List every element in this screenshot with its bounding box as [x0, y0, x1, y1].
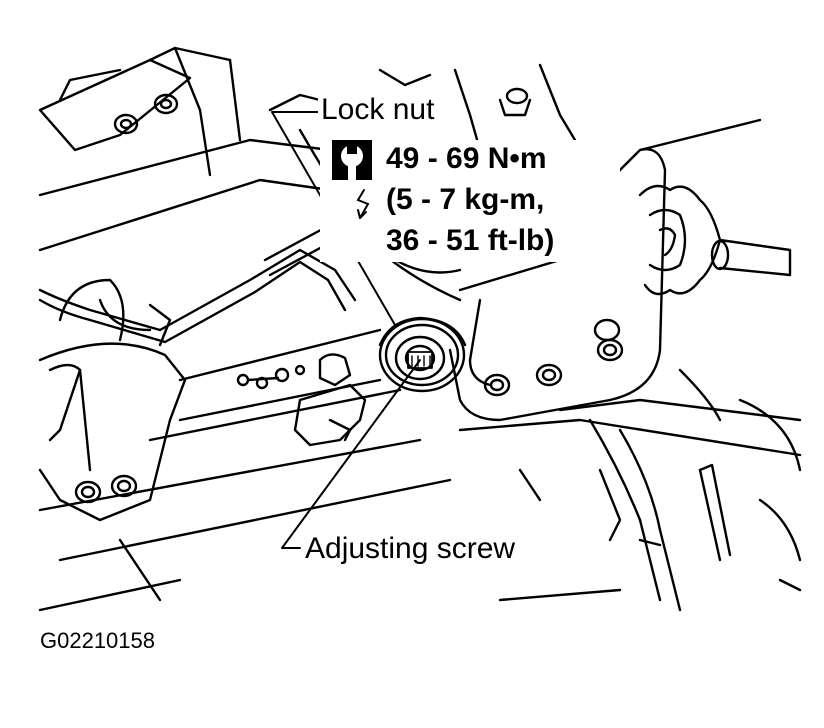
- rubber-boot: [638, 184, 792, 296]
- figure-id: G02210158: [40, 628, 155, 653]
- lower-crossmember: [458, 368, 802, 612]
- adjusting-screw-leader: [281, 359, 421, 549]
- torque-spec-ftlb: 36 - 51 ft-lb): [386, 224, 555, 257]
- shaft-housing: [38, 328, 452, 612]
- mounting-bracket: [448, 118, 762, 422]
- tightening-arrow-icon: [356, 189, 370, 219]
- adjusting-screw-label: Adjusting screw: [302, 534, 519, 564]
- wrench-icon: [332, 140, 372, 180]
- hydraulic-lines: [38, 221, 362, 347]
- torque-spec-nm: 49 - 69 N•m: [386, 142, 547, 175]
- lock-nut-assembly: [378, 316, 467, 393]
- lock-nut-label: Lock nut: [318, 95, 438, 125]
- upper-frame-rail: [38, 46, 332, 252]
- shift-linkage: [236, 353, 367, 447]
- torque-spec-kgm: (5 - 7 kg-m,: [386, 183, 545, 216]
